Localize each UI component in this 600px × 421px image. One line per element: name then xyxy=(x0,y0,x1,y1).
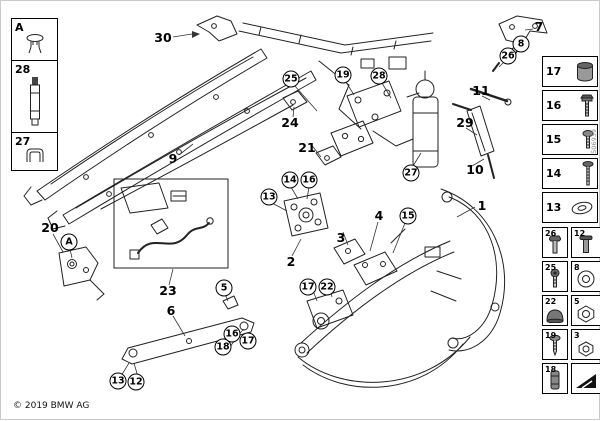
part-cell-18[interactable]: 18 xyxy=(542,363,568,394)
part-number-label: 28 xyxy=(15,63,31,76)
grommet-icon xyxy=(545,307,565,323)
callout-5[interactable]: 5 xyxy=(215,279,233,297)
torx-screw-icon xyxy=(549,269,561,289)
expanding-rivet-icon xyxy=(25,33,45,55)
callout-9[interactable]: 9 xyxy=(168,150,178,166)
diagram-number: 506939 xyxy=(590,129,598,154)
part-box-13[interactable]: 13 xyxy=(542,192,598,223)
part-box-14[interactable]: 14 xyxy=(542,158,598,189)
part-cell-22[interactable]: 22 xyxy=(542,295,568,326)
part-cell-26[interactable]: 26 xyxy=(542,227,568,258)
callout-17[interactable]: 17 xyxy=(239,332,257,350)
parts-panel: 17 16 15 14 13 26 12 25 8 22 5 19 3 18 xyxy=(542,56,600,394)
callout-21[interactable]: 21 xyxy=(298,139,316,155)
hex-screw-icon xyxy=(580,94,594,118)
part-number-label: 25 xyxy=(545,263,557,272)
part-cell-19[interactable]: 19 xyxy=(542,329,568,360)
callout-27[interactable]: 27 xyxy=(402,164,420,182)
callout-18[interactable]: 18 xyxy=(214,338,232,356)
part-box-17[interactable]: 17 xyxy=(542,56,598,87)
part-number-label: 5 xyxy=(574,297,580,306)
part-cell-8[interactable]: 8 xyxy=(571,261,600,292)
callout-10[interactable]: 10 xyxy=(466,161,484,177)
callout-17[interactable]: 17 xyxy=(299,278,317,296)
part-number-label: 14 xyxy=(546,167,562,180)
hex-nut-icon xyxy=(576,305,596,323)
part-number-label: 3 xyxy=(574,331,580,340)
legend-item-27[interactable]: 27 xyxy=(12,133,57,170)
self-tapping-screw-icon xyxy=(549,335,561,357)
oval-washer-icon xyxy=(570,200,594,216)
part-number-label: 27 xyxy=(15,135,31,148)
part-cell-25[interactable]: 25 xyxy=(542,261,568,292)
callout-7[interactable]: 7 xyxy=(534,18,544,34)
legend-box: A 28 27 xyxy=(11,18,58,171)
part-number-label: 15 xyxy=(546,133,562,146)
copyright-text: © 2019 BMW AG xyxy=(13,401,90,411)
callout-13[interactable]: 13 xyxy=(109,372,127,390)
part-number-label: 13 xyxy=(546,201,562,214)
part-cell-5[interactable]: 5 xyxy=(571,295,600,326)
bushing-icon xyxy=(576,61,594,83)
hex-bolt-icon xyxy=(549,235,561,255)
callout-4[interactable]: 4 xyxy=(374,207,384,223)
callout-28[interactable]: 28 xyxy=(370,67,388,85)
legend-item-28[interactable]: 28 xyxy=(12,61,57,133)
callout-19[interactable]: 19 xyxy=(334,66,352,84)
callout-20[interactable]: 20 xyxy=(41,219,59,235)
callout-12[interactable]: 12 xyxy=(127,373,145,391)
flat-washer-icon xyxy=(576,269,596,289)
direction-wedge-icon xyxy=(574,371,598,391)
callout-8[interactable]: 8 xyxy=(512,35,530,53)
part-number-label: 19 xyxy=(545,331,557,340)
hose-clamp-icon xyxy=(24,147,46,165)
part-number-label: 22 xyxy=(545,297,557,306)
callout-26[interactable]: 26 xyxy=(499,47,517,65)
callout-23[interactable]: 23 xyxy=(159,282,177,298)
callout-25[interactable]: 25 xyxy=(282,70,300,88)
parts-list-single: 17 16 15 14 13 xyxy=(542,56,598,223)
part-number-label: 16 xyxy=(546,99,562,112)
part-cell-3[interactable]: 3 xyxy=(571,329,600,360)
callout-11[interactable]: 11 xyxy=(472,82,490,98)
part-number-label: 17 xyxy=(546,65,562,78)
callout-3[interactable]: 3 xyxy=(336,229,346,245)
callout-1[interactable]: 1 xyxy=(477,197,487,213)
callout-13[interactable]: 13 xyxy=(260,188,278,206)
parts-list-grid: 26 12 25 8 22 5 19 3 18 xyxy=(542,227,600,394)
callout-14[interactable]: 14 xyxy=(281,171,299,189)
lock-nut-icon xyxy=(577,341,595,357)
sleeve-icon xyxy=(548,369,562,391)
part-number-label: 12 xyxy=(574,229,586,238)
part-cell-direction[interactable] xyxy=(571,363,600,394)
callout-A[interactable]: A xyxy=(60,233,78,251)
part-box-16[interactable]: 16 xyxy=(542,90,598,121)
part-number-label: 26 xyxy=(545,229,557,238)
callout-24[interactable]: 24 xyxy=(281,114,299,130)
callout-30[interactable]: 30 xyxy=(154,29,172,45)
callout-22[interactable]: 22 xyxy=(318,278,336,296)
hydraulic-line-icon xyxy=(27,75,43,127)
part-number-label: 8 xyxy=(574,263,580,272)
pan-screw-icon xyxy=(582,129,594,150)
callout-2[interactable]: 2 xyxy=(286,253,296,269)
rivet-icon xyxy=(579,235,593,255)
callout-15[interactable]: 15 xyxy=(399,207,417,225)
callout-6[interactable]: 6 xyxy=(166,302,176,318)
part-cell-12[interactable]: 12 xyxy=(571,227,600,258)
legend-item-A[interactable]: A xyxy=(12,19,57,61)
part-number-label: 18 xyxy=(545,365,557,374)
long-screw-icon xyxy=(582,160,594,187)
callout-16[interactable]: 16 xyxy=(223,325,241,343)
callout-29[interactable]: 29 xyxy=(456,114,474,130)
callout-16[interactable]: 16 xyxy=(300,171,318,189)
part-number-label: A xyxy=(15,21,24,34)
part-box-15[interactable]: 15 xyxy=(542,124,598,155)
